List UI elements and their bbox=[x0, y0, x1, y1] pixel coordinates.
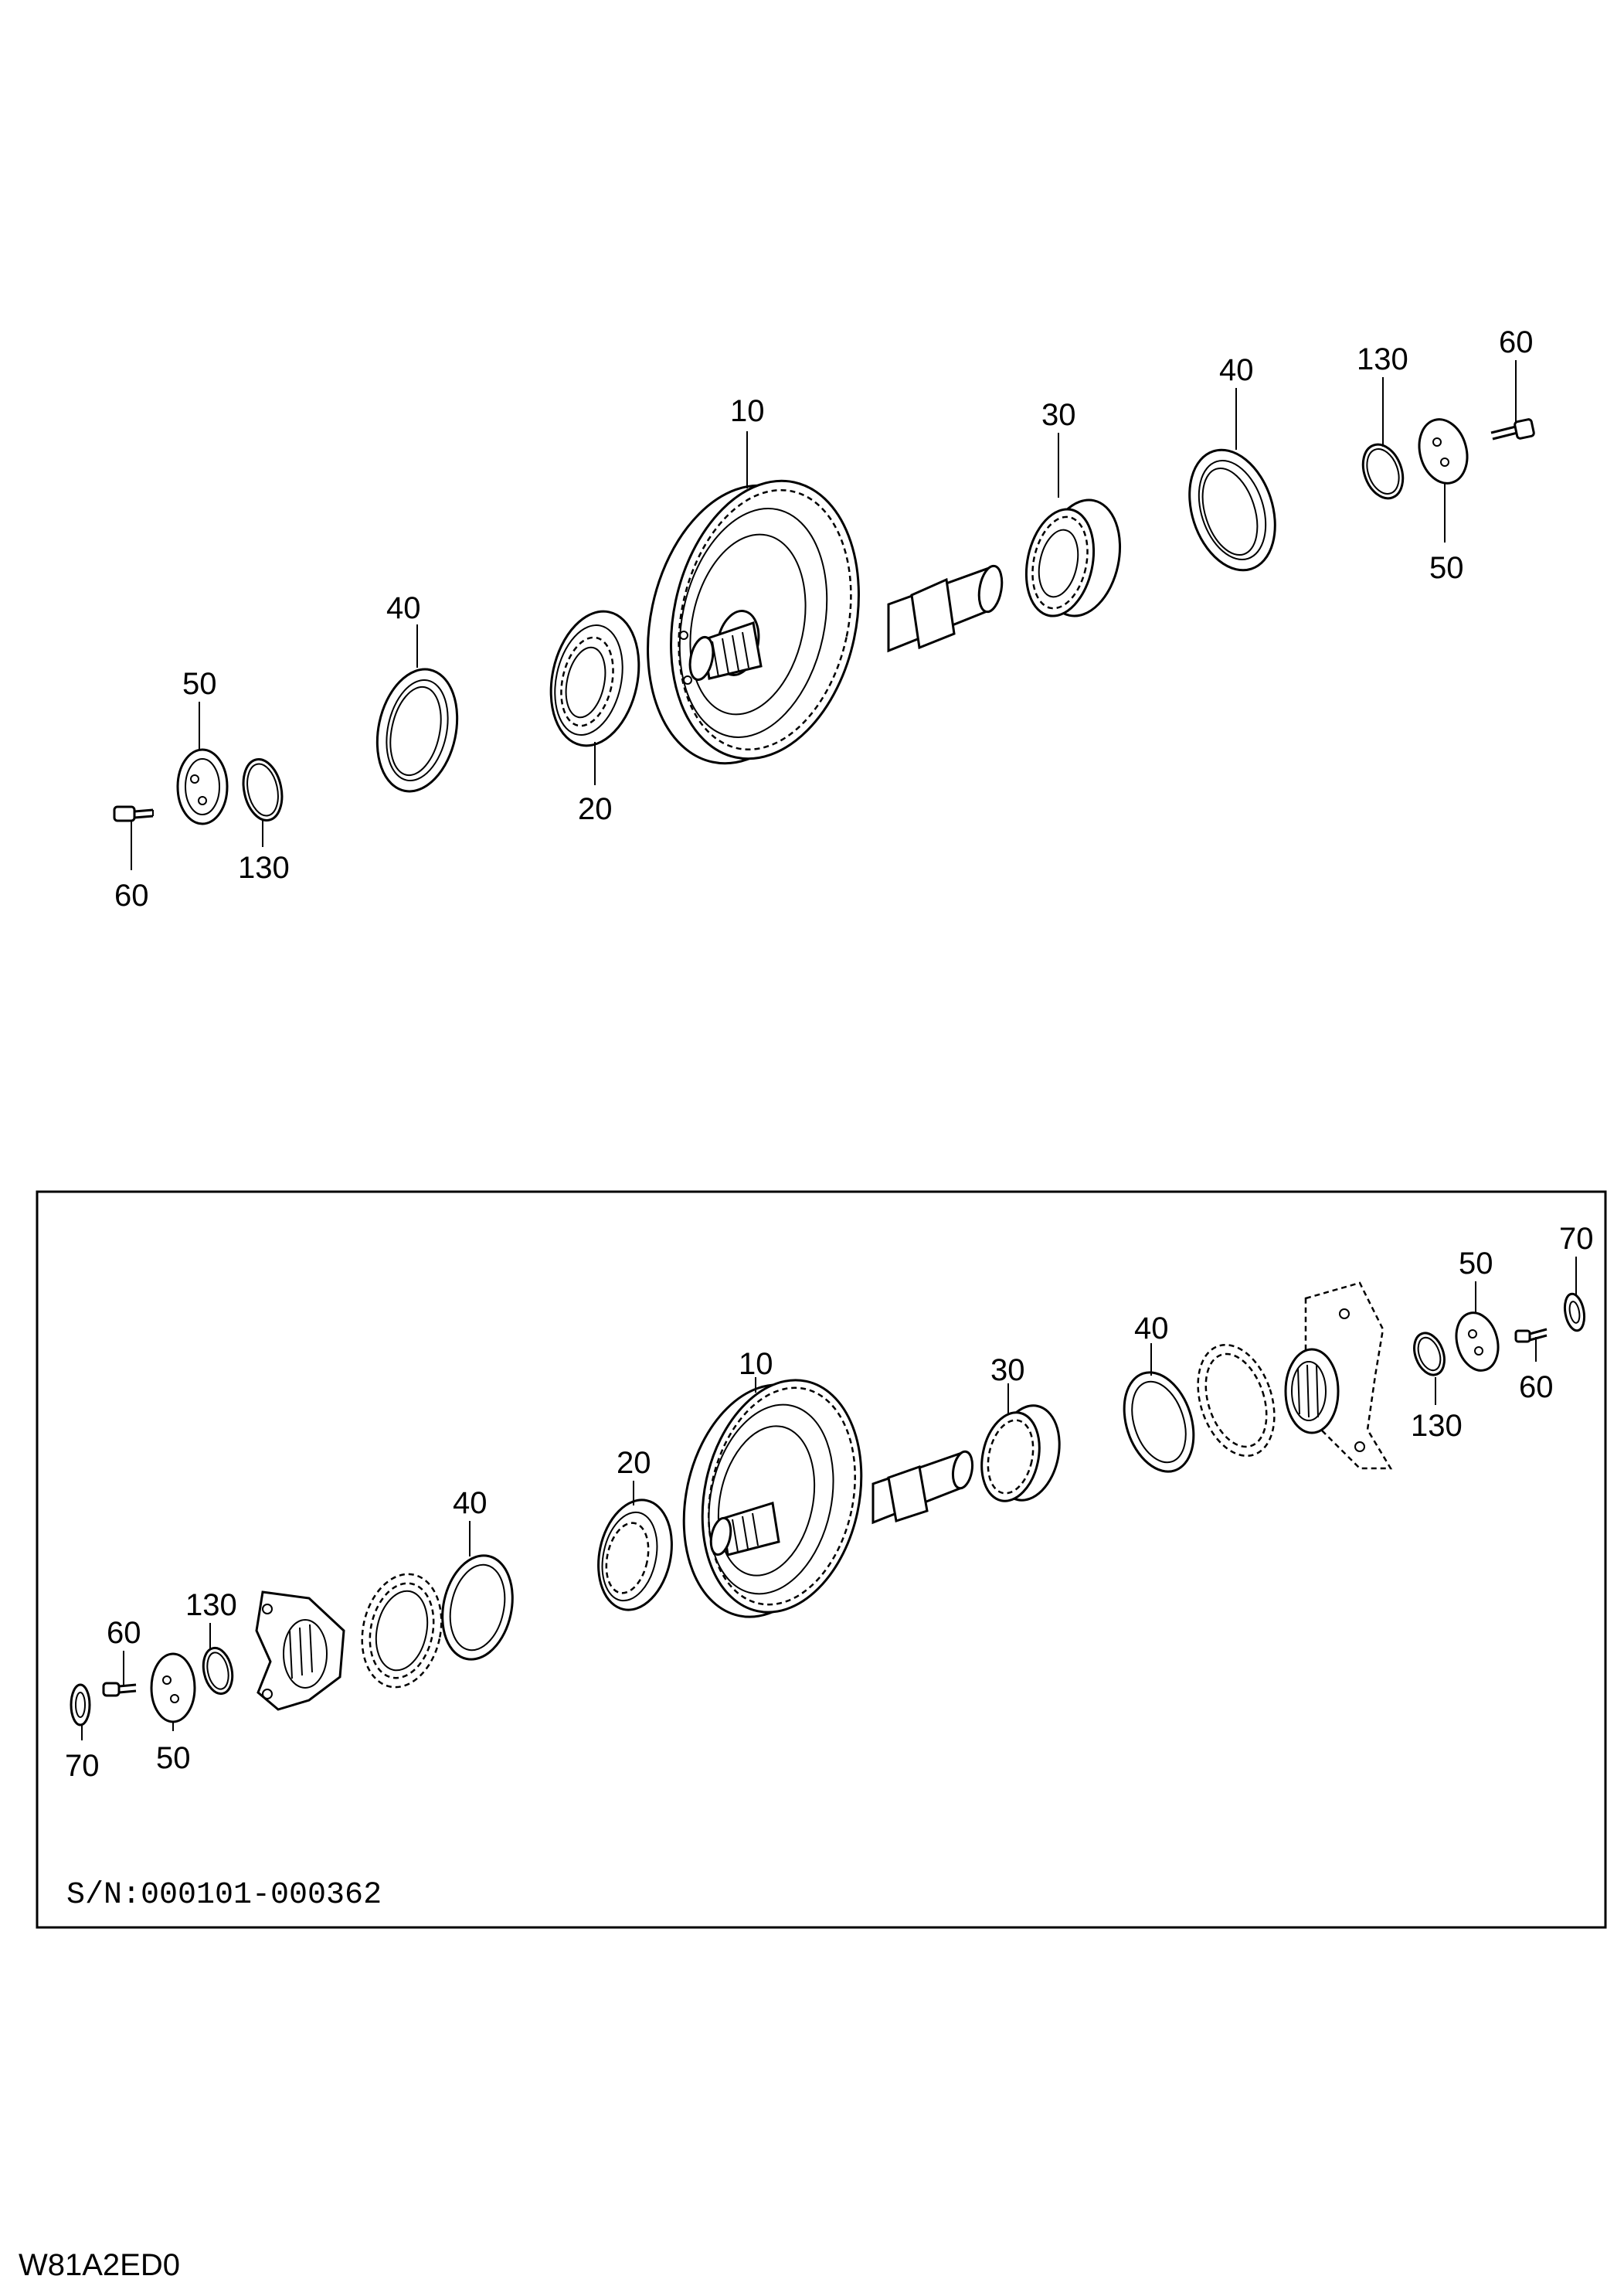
leader-lines bbox=[81, 1257, 1577, 1740]
ball-bearing-part bbox=[597, 1498, 673, 1611]
seal-part bbox=[441, 1554, 514, 1661]
gear-shaft-part bbox=[682, 1379, 974, 1618]
callout-label: 50 bbox=[1429, 551, 1464, 585]
callout-label: 40 bbox=[386, 591, 421, 625]
upper-assembly: 10 20 30 40 40 50 50 60 60 130 130 bbox=[113, 325, 1535, 913]
callout-labels: 10 20 30 40 40 50 50 60 60 130 130 bbox=[114, 325, 1534, 913]
callout-labels: 10 20 30 40 40 50 50 60 60 70 70 130 130 bbox=[65, 1222, 1594, 1783]
callout-label: 40 bbox=[1219, 353, 1254, 387]
cap-part bbox=[150, 1652, 196, 1723]
bolt-part bbox=[113, 805, 154, 822]
assembly-frame bbox=[36, 1190, 1607, 1929]
shim-part bbox=[361, 1573, 443, 1689]
shim-part bbox=[1197, 1343, 1276, 1458]
callout-label: 60 bbox=[107, 1616, 141, 1650]
seal-part bbox=[375, 668, 459, 793]
o-ring-part bbox=[202, 1646, 234, 1696]
callout-label: 30 bbox=[1041, 398, 1076, 432]
seal-part bbox=[1188, 448, 1276, 572]
callout-label: 10 bbox=[730, 394, 765, 428]
callout-label: 40 bbox=[1134, 1311, 1169, 1345]
callout-label: 50 bbox=[156, 1741, 191, 1775]
callout-label: 40 bbox=[453, 1486, 488, 1520]
bolt-part bbox=[102, 1682, 137, 1697]
serial-range-text: S/N:000101-000362 bbox=[66, 1878, 382, 1913]
callout-label: 50 bbox=[182, 667, 217, 701]
cap-part bbox=[1455, 1311, 1500, 1372]
washer-part bbox=[70, 1683, 91, 1726]
callout-label: 20 bbox=[578, 792, 613, 826]
callout-label: 10 bbox=[739, 1347, 773, 1381]
gear-shaft-part bbox=[647, 479, 1004, 765]
callout-label: 30 bbox=[990, 1353, 1025, 1387]
callout-label: 60 bbox=[1519, 1370, 1554, 1404]
washer-part bbox=[1563, 1292, 1586, 1332]
callout-label: 60 bbox=[1499, 325, 1534, 359]
ball-bearing-part bbox=[549, 610, 640, 747]
seal-part bbox=[1123, 1371, 1195, 1473]
callout-label: 130 bbox=[1357, 342, 1408, 376]
bolt-part bbox=[1490, 418, 1535, 441]
o-ring-part bbox=[1361, 443, 1405, 500]
drawing-code: W81A2ED0 bbox=[19, 2248, 180, 2282]
cap-part bbox=[176, 748, 229, 825]
flange-housing-part bbox=[1284, 1281, 1393, 1470]
callout-label: 20 bbox=[617, 1446, 651, 1480]
yoke-flange-part bbox=[255, 1590, 345, 1711]
leader-lines bbox=[131, 360, 1517, 870]
callout-label: 50 bbox=[1459, 1247, 1493, 1281]
callout-label: 70 bbox=[65, 1749, 100, 1783]
callout-label: 70 bbox=[1559, 1222, 1594, 1256]
callout-label: 130 bbox=[238, 851, 290, 885]
o-ring-part bbox=[1413, 1332, 1446, 1376]
cap-part bbox=[1418, 418, 1469, 485]
lower-assembly: 10 20 30 40 40 50 50 60 60 70 70 130 130… bbox=[36, 1190, 1607, 1929]
o-ring-part bbox=[242, 758, 284, 822]
callout-label: 130 bbox=[1411, 1409, 1463, 1443]
bolt-part bbox=[1514, 1328, 1548, 1343]
tapered-bearing-part bbox=[980, 1404, 1061, 1502]
callout-label: 60 bbox=[114, 879, 149, 913]
tapered-bearing-part bbox=[1024, 498, 1122, 617]
callout-label: 130 bbox=[185, 1588, 237, 1622]
